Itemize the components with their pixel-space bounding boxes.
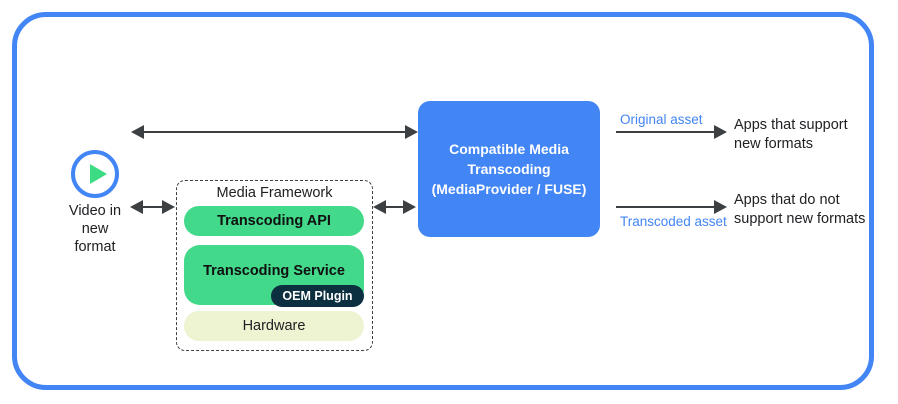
media-framework-title: Media Framework <box>216 185 333 201</box>
compatible-media-transcoding-box: Compatible Media Transcoding (MediaProvi… <box>418 101 600 237</box>
transcoding-api-box: Transcoding API <box>184 206 364 236</box>
arrow-transcoded-asset-line <box>616 206 716 208</box>
apps-not-supporting-new-formats-label: Apps that do not support new formats <box>734 192 866 227</box>
apps-supporting-new-formats-label: Apps that support new formats <box>734 117 848 152</box>
video-source-caption: Video in new format <box>68 203 122 255</box>
play-circle-icon <box>71 150 119 198</box>
arrow-original-asset-head <box>714 125 727 139</box>
arrow-source-to-framework-head-right <box>162 200 175 214</box>
arrow-source-to-cmt-head-right <box>405 125 418 139</box>
transcoded-asset-label: Transcoded asset <box>620 214 727 229</box>
arrow-transcoded-asset-head <box>714 200 727 214</box>
arrow-framework-to-cmt-head-right <box>403 200 416 214</box>
hardware-box: Hardware <box>184 311 364 341</box>
arrow-framework-to-cmt-line <box>385 206 405 208</box>
transcoding-service-label: Transcoding Service <box>203 263 345 279</box>
arrow-source-to-cmt-head-left <box>131 125 144 139</box>
original-asset-label: Original asset <box>620 112 703 127</box>
oem-plugin-badge: OEM Plugin <box>271 285 364 307</box>
arrow-original-asset-line <box>616 131 716 133</box>
arrow-source-to-framework-head-left <box>130 200 143 214</box>
arrow-source-to-cmt-line <box>143 131 409 133</box>
arrow-source-to-framework-line <box>142 206 164 208</box>
arrow-framework-to-cmt-head-left <box>373 200 386 214</box>
play-triangle-icon <box>90 164 107 184</box>
